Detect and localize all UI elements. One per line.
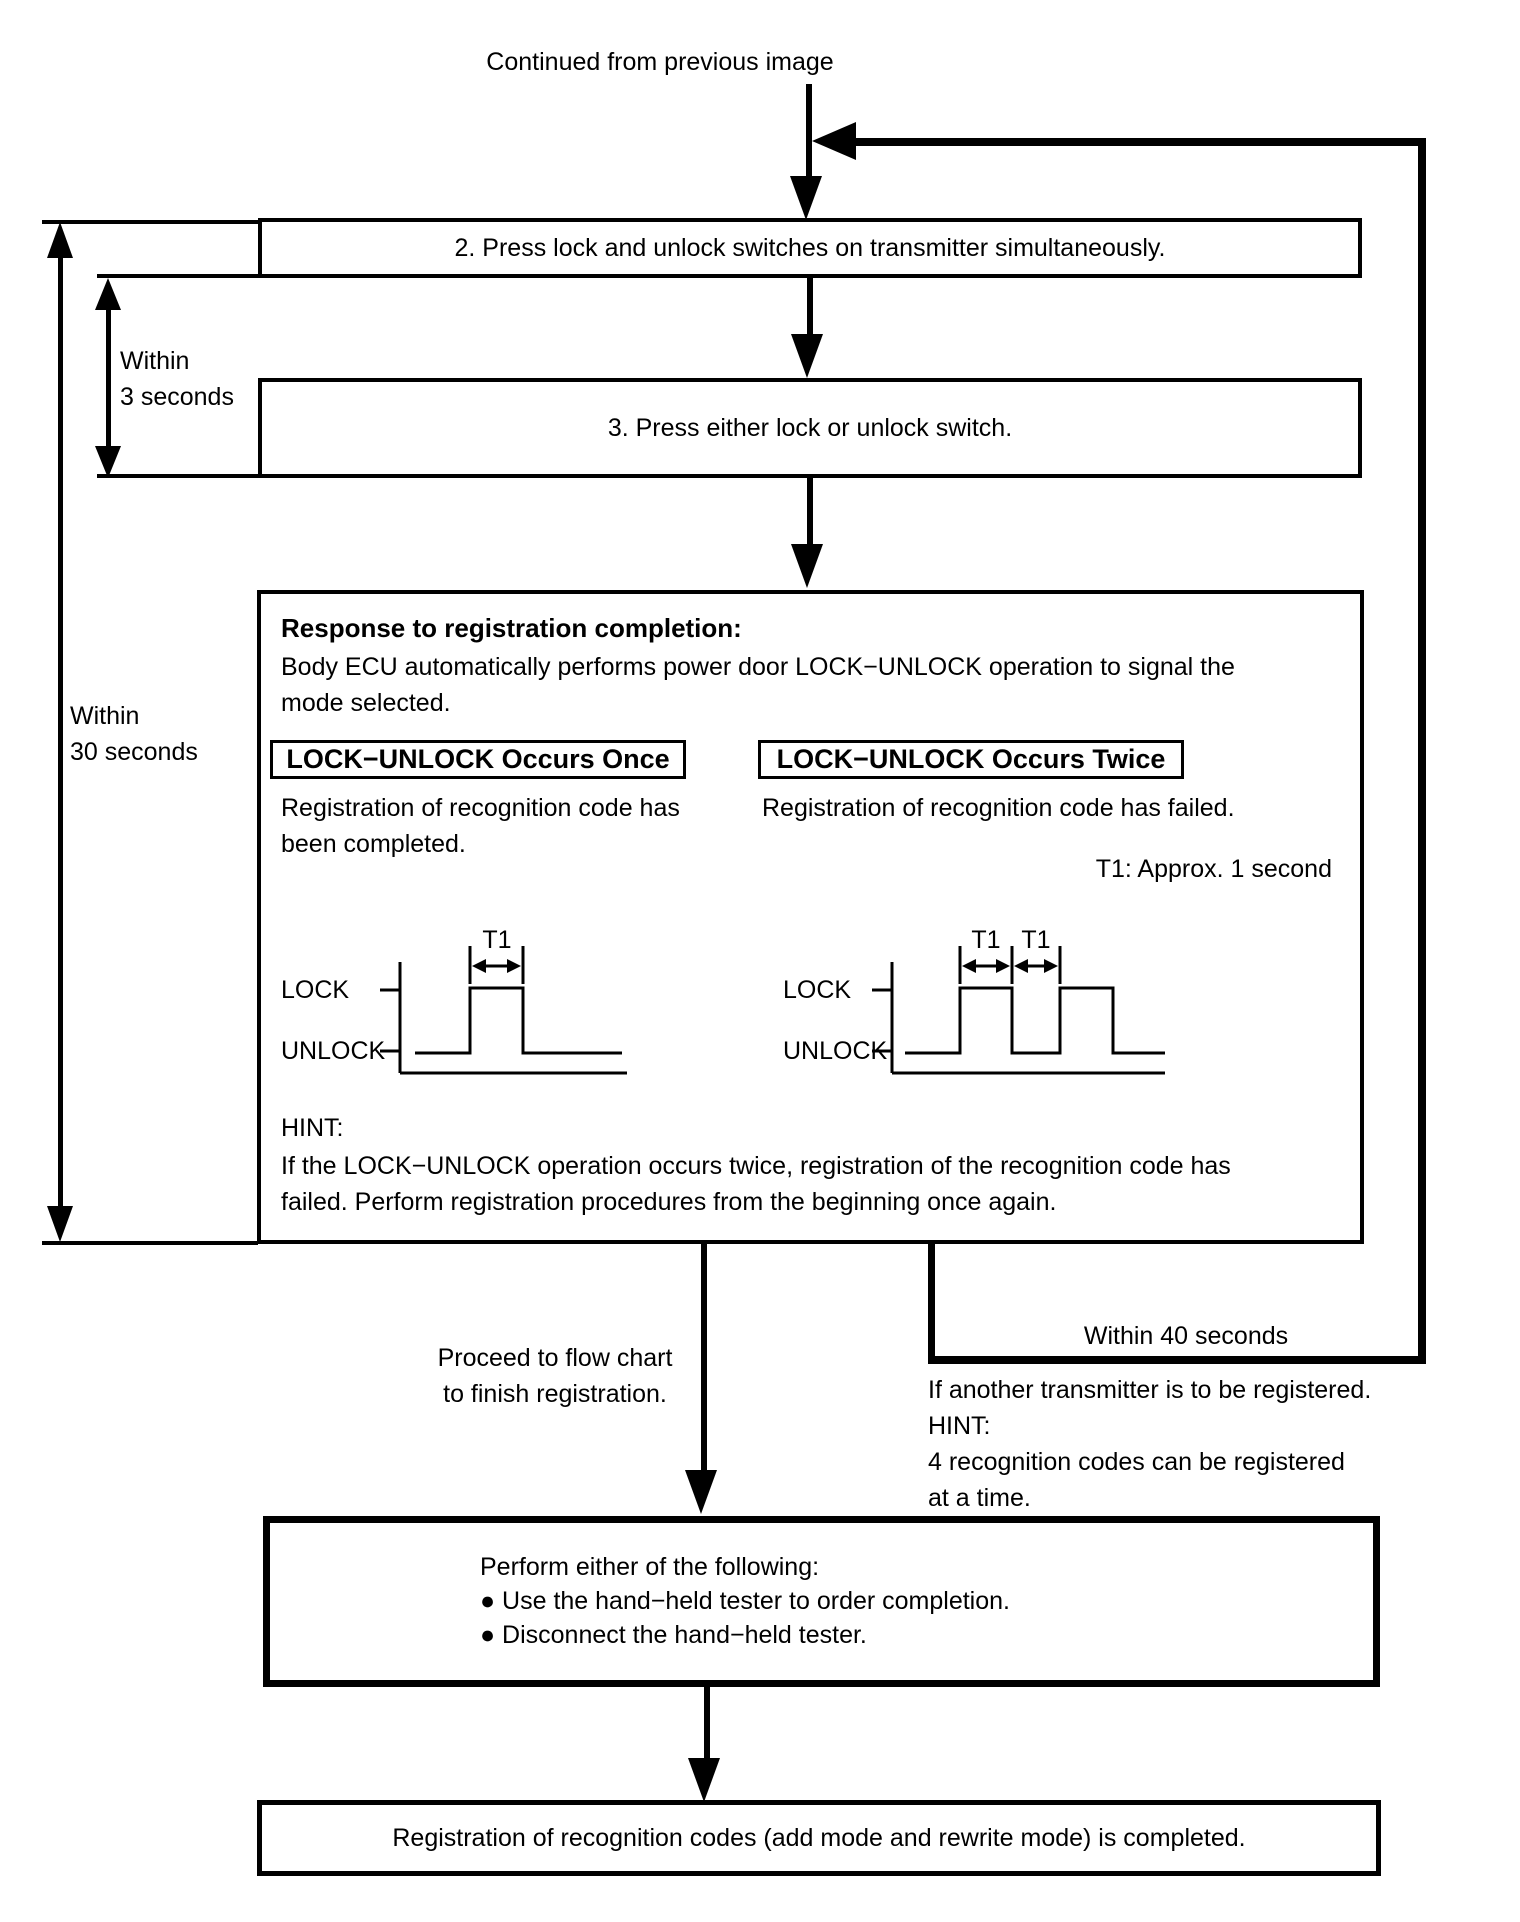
feedback-line-drop — [928, 1244, 935, 1362]
arrow-step2-step3-line — [807, 278, 813, 338]
twice-description: Registration of recognition code has fai… — [762, 794, 1235, 822]
arrow-response-perform-line — [701, 1244, 707, 1472]
within30-dimension-line — [58, 250, 63, 1212]
twice-lock-label: LOCK — [783, 976, 852, 1004]
t1-definition-note: T1: Approx. 1 second — [1095, 855, 1332, 883]
within3-top-extension-line — [97, 274, 258, 278]
once-lock-label: LOCK — [281, 976, 350, 1004]
entry-arrow-line — [806, 84, 812, 180]
within3-arrowhead-up-icon — [95, 278, 121, 310]
entry-arrowhead-down-icon — [790, 176, 822, 220]
arrow-step2-step3-head-icon — [791, 334, 823, 378]
response-body: Body ECU automatically performs power do… — [281, 653, 1235, 717]
response-box — [257, 590, 1364, 1244]
within3-dimension-line — [106, 305, 111, 450]
within30-arrowhead-up-icon — [47, 222, 73, 258]
arrow-step3-response-head-icon — [791, 544, 823, 588]
within-30-seconds-label: Within 30 seconds — [70, 702, 198, 766]
within30-bottom-extension-line — [42, 1241, 258, 1245]
within-40-seconds-label: Within 40 seconds — [1083, 1322, 1289, 1350]
once-unlock-label: UNLOCK — [281, 1037, 386, 1065]
waveform-once-graphic — [380, 946, 627, 1075]
arrow-perform-final-head-icon — [688, 1758, 720, 1802]
once-description: Registration of recognition code has bee… — [281, 794, 680, 858]
feedback-arrowhead-left-icon — [812, 122, 856, 160]
response-title: Response to registration completion: — [281, 613, 742, 643]
arrow-response-perform-head-icon — [685, 1470, 717, 1514]
lock-unlock-once-tag: LOCK−UNLOCK Occurs Once — [270, 740, 686, 779]
twice-t1-second-label: T1 — [1021, 926, 1051, 954]
feedback-line-top — [854, 138, 1426, 146]
within3-arrowhead-down-icon — [95, 446, 121, 478]
step2-box: 2. Press lock and unlock switches on tra… — [258, 218, 1362, 278]
perform-box — [263, 1516, 1380, 1687]
once-t1-label: T1 — [482, 926, 512, 954]
final-box: Registration of recognition codes (add m… — [257, 1800, 1381, 1876]
proceed-label: Proceed to flow chart to finish registra… — [437, 1344, 673, 1408]
continued-from-previous-label: Continued from previous image — [486, 48, 834, 76]
response-hint-title: HINT: — [281, 1114, 344, 1142]
arrow-step3-response-line — [807, 478, 813, 546]
lock-unlock-twice-tag: LOCK−UNLOCK Occurs Twice — [758, 740, 1184, 779]
once-signal — [415, 986, 622, 1055]
waveform-twice-graphic — [872, 946, 1165, 1075]
within30-top-extension-line — [42, 220, 258, 224]
arrow-perform-final-line — [704, 1687, 710, 1762]
perform-box-text: Perform either of the following: ● Use t… — [480, 1553, 1010, 1649]
twice-t1-first-label: T1 — [971, 926, 1001, 954]
twice-unlock-label: UNLOCK — [783, 1037, 888, 1065]
feedback-line-right — [1418, 138, 1426, 1364]
another-transmitter-note: If another transmitter is to be register… — [928, 1376, 1372, 1512]
within3-bottom-extension-line — [97, 474, 258, 478]
feedback-line-bottom — [928, 1356, 1426, 1364]
within-3-seconds-label: Within 3 seconds — [120, 347, 234, 411]
response-hint-body: If the LOCK−UNLOCK operation occurs twic… — [281, 1152, 1231, 1216]
twice-signal — [905, 986, 1165, 1055]
within30-arrowhead-down-icon — [47, 1206, 73, 1242]
step3-box: 3. Press either lock or unlock switch. — [258, 378, 1362, 478]
